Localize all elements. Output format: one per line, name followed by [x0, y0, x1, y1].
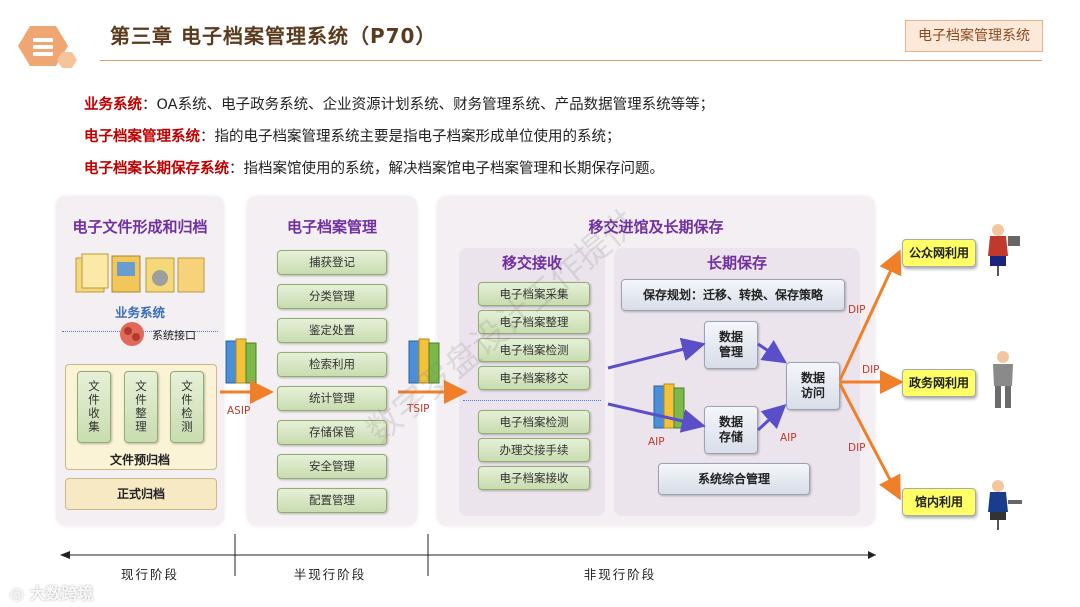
transfer-item-2: 电子档案整理 — [478, 310, 590, 334]
intro-term-1: 业务系统 — [84, 97, 142, 113]
data-store-label: 数据存储 — [718, 415, 743, 444]
aip-label-2: AIP — [780, 432, 797, 444]
stage-semi-current: 半现行阶段 — [293, 567, 367, 582]
receive-item-2: 办理交接手续 — [478, 438, 590, 462]
aip-label-1: AIP — [648, 436, 665, 448]
header-divider — [100, 60, 1042, 61]
data-access-label: 数据访问 — [800, 371, 825, 400]
dip-label-3: DIP — [848, 442, 866, 454]
intro-text-3: ：指档案馆使用的系统，解决档案馆电子档案管理和长期保存问题。 — [229, 161, 664, 177]
mgmt-item-3: 鉴定处置 — [277, 318, 387, 343]
chapter-hex-icon — [18, 26, 77, 68]
intro-line-3: 电子档案长期保存系统：指档案馆使用的系统，解决档案馆电子档案管理和长期保存问题。 — [84, 157, 664, 178]
intro-term-3: 电子档案长期保存系统 — [84, 161, 229, 177]
mgmt-item-8: 配置管理 — [277, 488, 387, 513]
transfer-title: 移交接收 — [501, 254, 562, 272]
intro-line-2: 电子档案管理系统：指的电子档案管理系统主要是指电子档案形成单位使用的系统； — [84, 125, 621, 146]
gear-icon — [120, 322, 144, 346]
brand-logo: ◎ 大数跨境 — [10, 580, 94, 604]
file-check-box: 文件检测 — [170, 371, 204, 443]
gov-net-use: 政务网利用 — [902, 369, 976, 397]
mgmt-item-2: 分类管理 — [277, 284, 387, 309]
document-icons — [75, 253, 205, 293]
data-store-box: 数据存储 — [704, 406, 758, 454]
transfer-divider — [463, 400, 601, 401]
system-manage-box: 系统综合管理 — [658, 463, 810, 495]
logo-icon: ◎ — [10, 584, 30, 603]
intro-line-1: 业务系统：OA系统、电子政务系统、企业资源计划系统、财务管理系统、产品数据管理系… — [84, 93, 714, 114]
mgmt-item-4: 检索利用 — [277, 352, 387, 377]
asip-label: ASIP — [227, 405, 251, 417]
mgmt-item-5: 统计管理 — [277, 386, 387, 411]
receive-item-3: 电子档案接收 — [478, 466, 590, 490]
intro-term-2: 电子档案管理系统 — [84, 129, 200, 145]
file-collect-box: 文件收集 — [77, 371, 111, 443]
in-house-use: 馆内利用 — [902, 488, 976, 516]
businessman-icon — [993, 351, 1013, 408]
mgmt-item-6: 存储保管 — [277, 420, 387, 445]
panel-formation-title: 电子文件形成和归档 — [72, 218, 208, 236]
transfer-item-4: 电子档案移交 — [478, 366, 590, 390]
receive-item-1: 电子档案检测 — [478, 410, 590, 434]
panel-formation — [56, 196, 224, 526]
stage-current: 现行阶段 — [120, 567, 179, 582]
mgmt-item-7: 安全管理 — [277, 454, 387, 479]
tsip-label: TSIP — [407, 403, 430, 415]
data-access-box: 数据访问 — [786, 362, 840, 410]
asip-package-icon — [225, 338, 257, 384]
dip-label-1: DIP — [848, 304, 866, 316]
data-manage-box: 数据管理 — [704, 321, 758, 369]
public-net-use: 公众网利用 — [902, 239, 976, 267]
preserve-title: 长期保存 — [706, 254, 767, 272]
mgmt-item-1: 捕获登记 — [277, 250, 387, 275]
stage-non-current: 非现行阶段 — [583, 567, 657, 582]
user-at-computer-icon — [988, 224, 1020, 276]
prearchive-label: 文件预归档 — [109, 453, 170, 467]
dip-label-2: DIP — [862, 364, 880, 376]
formal-archive-box: 正式归档 — [65, 478, 217, 510]
logo-text: 大数跨境 — [29, 584, 94, 603]
tsip-package-icon — [408, 338, 440, 384]
business-system-label: 业务系统 — [114, 305, 165, 320]
preserve-plan-box: 保存规划：迁移、转换、保存策略 — [621, 279, 845, 311]
file-organize-box: 文件整理 — [124, 371, 158, 443]
page-title: 第三章 电子档案管理系统（P70） — [110, 24, 437, 48]
intro-text-2: ：指的电子档案管理系统主要是指电子档案形成单位使用的系统； — [200, 129, 621, 145]
panel-preservation-title: 移交进馆及长期保存 — [588, 218, 724, 236]
transfer-item-3: 电子档案检测 — [478, 338, 590, 362]
section-tag: 电子档案管理系统 — [905, 20, 1043, 52]
transfer-item-1: 电子档案采集 — [478, 282, 590, 306]
intro-text-1: ：OA系统、电子政务系统、企业资源计划系统、财务管理系统、产品数据管理系统等等； — [142, 97, 715, 113]
data-manage-label: 数据管理 — [718, 330, 743, 359]
panel-management-title: 电子档案管理 — [286, 218, 377, 236]
aip-package-icon — [653, 383, 685, 429]
system-interface-label: 系统接口 — [152, 329, 196, 342]
user-at-desk-icon — [988, 480, 1022, 530]
